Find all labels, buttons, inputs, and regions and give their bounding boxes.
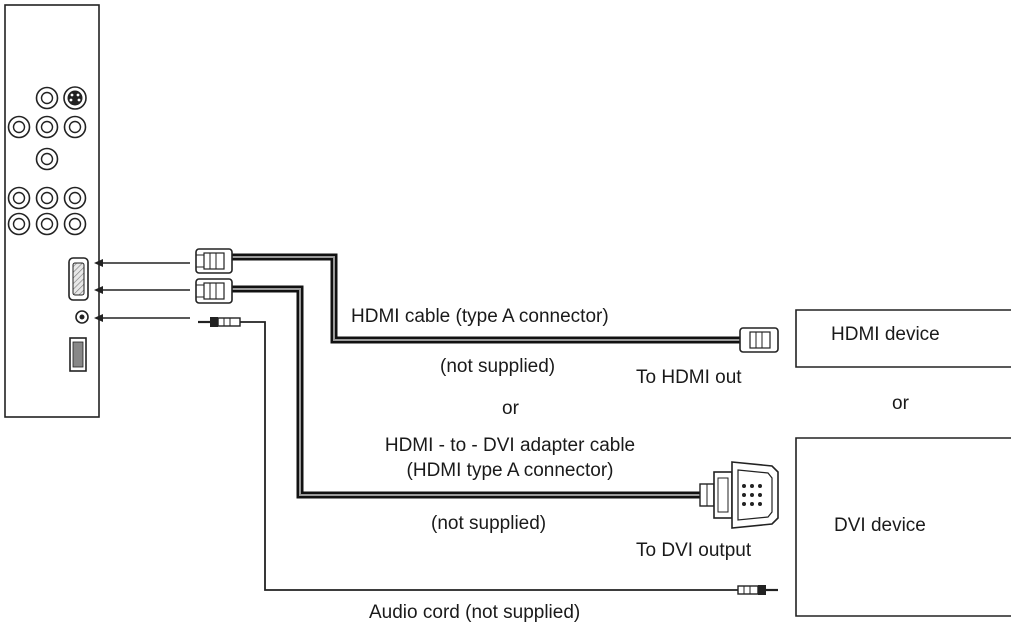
hdmi-plug bbox=[195, 248, 233, 274]
rca-jack bbox=[63, 186, 87, 210]
or-label-right: or bbox=[892, 393, 909, 414]
hdmi-device-label: HDMI device bbox=[831, 324, 940, 345]
or-label-middle: or bbox=[502, 398, 519, 419]
rca-jack bbox=[7, 186, 31, 210]
hdmi-not-supplied-label: (not supplied) bbox=[440, 356, 556, 377]
rca-jack bbox=[63, 115, 87, 139]
audio-cord-label: Audio cord (not supplied) bbox=[369, 602, 581, 623]
dvi-not-supplied-label: (not supplied) bbox=[431, 513, 547, 534]
hdmi-cable-label: HDMI cable (type A connector) bbox=[351, 306, 609, 327]
rca-jack bbox=[35, 147, 59, 171]
rca-jack bbox=[7, 115, 31, 139]
dvi-cable-label-line1: HDMI - to - DVI adapter cable bbox=[384, 435, 636, 456]
rca-jack bbox=[63, 212, 87, 236]
dvi-device-box bbox=[795, 437, 1011, 617]
hdmi-plug-device-end bbox=[739, 327, 779, 353]
audio-plug-device-end bbox=[737, 585, 778, 595]
hdmi-device-box bbox=[795, 309, 1011, 368]
hdmi-dvi-cable bbox=[232, 285, 700, 499]
rca-jack bbox=[35, 186, 59, 210]
s-video-jack bbox=[63, 86, 87, 110]
rca-jack bbox=[35, 212, 59, 236]
audio-plug bbox=[198, 317, 241, 327]
hdmi-cable bbox=[232, 253, 740, 344]
audio-cord bbox=[240, 321, 740, 591]
to-hdmi-out-label: To HDMI out bbox=[636, 367, 742, 388]
dvi-cable-label-line2: (HDMI type A connector) bbox=[406, 460, 614, 481]
connection-arrows bbox=[94, 259, 190, 322]
hdmi-port bbox=[69, 337, 87, 372]
rca-jack bbox=[35, 115, 59, 139]
dvi-connector bbox=[699, 461, 779, 529]
rca-jack bbox=[35, 86, 59, 110]
hdmi-plug bbox=[195, 278, 233, 304]
dvi-device-label: DVI device bbox=[834, 515, 926, 536]
pc-input-port bbox=[68, 257, 89, 301]
rca-jack bbox=[7, 212, 31, 236]
audio-in-jack bbox=[75, 310, 89, 324]
to-dvi-output-label: To DVI output bbox=[636, 540, 752, 561]
tv-rear-panel bbox=[4, 4, 100, 418]
